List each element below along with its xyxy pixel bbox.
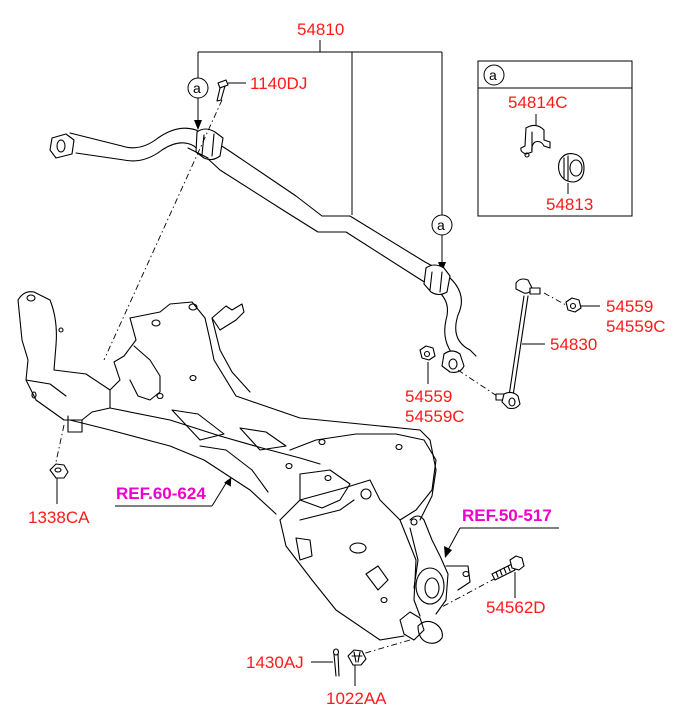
label-1022aa[interactable]: 1022AA bbox=[326, 689, 387, 708]
ref-60-624-leader bbox=[115, 477, 232, 507]
label-54562d[interactable]: 54562D bbox=[486, 598, 546, 617]
callout-a-left[interactable]: a bbox=[187, 77, 209, 130]
callout-a-right[interactable]: a bbox=[431, 214, 453, 272]
bushing-54813-icon bbox=[557, 153, 585, 183]
crossmember bbox=[17, 291, 471, 644]
stabilizer-bar-54810 bbox=[49, 127, 477, 373]
assembly-line-bolt bbox=[103, 99, 223, 361]
ref-50-517[interactable]: REF.50-517 bbox=[462, 506, 552, 525]
label-1140dj[interactable]: 1140DJ bbox=[250, 74, 307, 93]
label-54810[interactable]: 54810 bbox=[297, 20, 344, 39]
ref-60-624[interactable]: REF.60-624 bbox=[116, 484, 206, 503]
bracket-54814c-icon bbox=[520, 124, 551, 158]
link-nut-lower-icon bbox=[419, 345, 436, 361]
detail-box-a: a bbox=[477, 60, 633, 217]
link-nut-upper-icon bbox=[565, 297, 582, 313]
ref-50-517-leader bbox=[444, 527, 559, 558]
callout-a-right-letter: a bbox=[437, 217, 445, 233]
castle-nut-1022aa-icon bbox=[347, 649, 367, 666]
assembly-line-link-lower bbox=[457, 369, 501, 399]
label-54559-lower[interactable]: 54559 bbox=[405, 387, 452, 406]
detail-box-letter: a bbox=[489, 67, 497, 83]
pinch-bolt-54562d-icon bbox=[491, 555, 525, 581]
assembly-line-pinch-bolt bbox=[439, 577, 497, 609]
label-1430aj[interactable]: 1430AJ bbox=[246, 653, 304, 672]
callout-a-left-letter: a bbox=[193, 80, 201, 96]
crossmember-nut-1338ca-icon bbox=[49, 463, 69, 479]
label-54813[interactable]: 54813 bbox=[546, 195, 593, 214]
cotter-pin-1430aj-icon bbox=[332, 648, 340, 677]
assembly-line-castle-nut bbox=[361, 639, 411, 655]
stabilizer-link-54830 bbox=[495, 278, 541, 410]
label-54559c-lower[interactable]: 54559C bbox=[405, 407, 465, 426]
stabilizer-bar-leader bbox=[197, 40, 443, 215]
bolt-1140dj-icon bbox=[216, 79, 246, 102]
label-54559-upper[interactable]: 54559 bbox=[606, 297, 653, 316]
assembly-line-nut bbox=[55, 424, 65, 463]
label-1338ca[interactable]: 1338CA bbox=[28, 508, 90, 527]
label-54814c[interactable]: 54814C bbox=[508, 93, 568, 112]
assembly-line-link-upper bbox=[543, 292, 567, 306]
label-54830[interactable]: 54830 bbox=[550, 335, 597, 354]
label-54559c-upper[interactable]: 54559C bbox=[606, 317, 666, 336]
